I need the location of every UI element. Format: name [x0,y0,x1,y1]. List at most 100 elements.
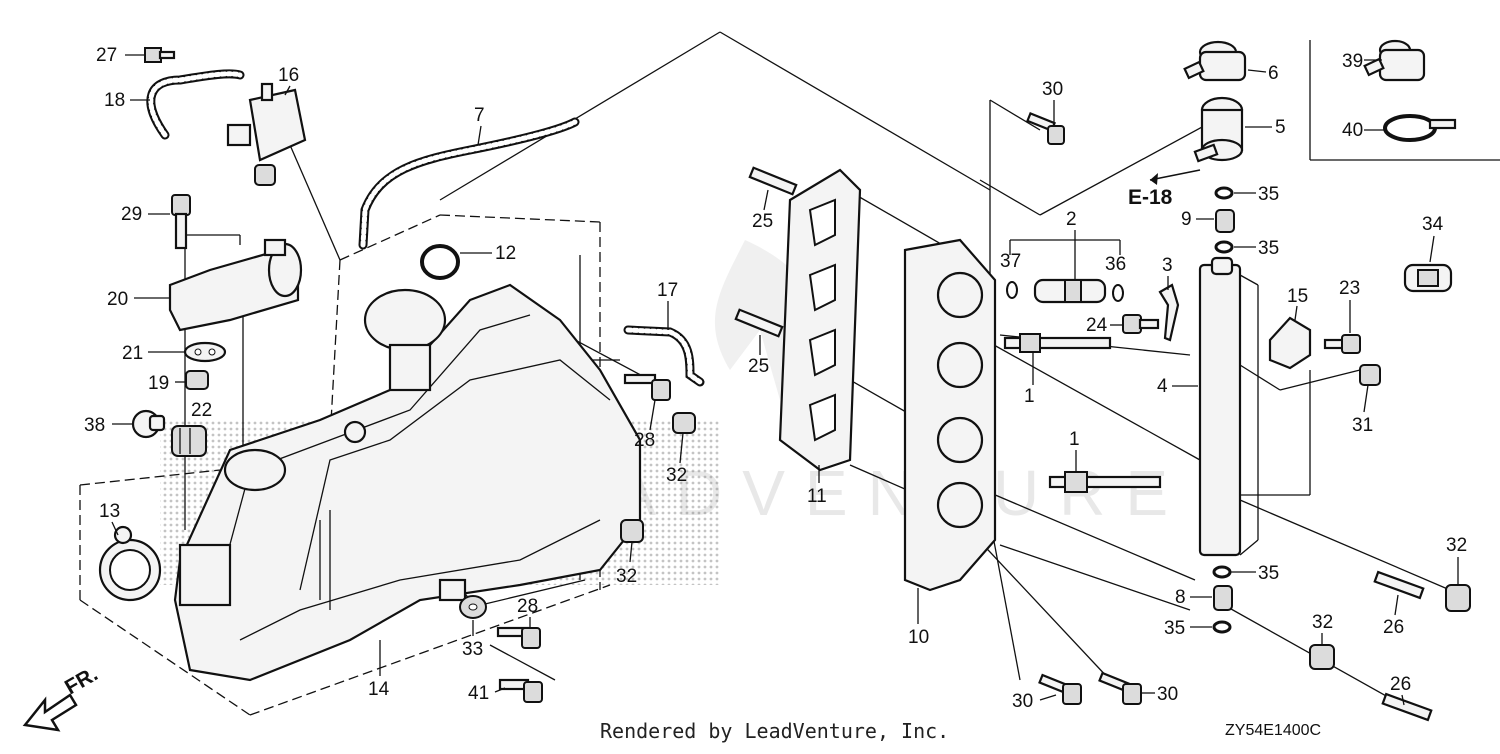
callout[interactable]: 21 [122,343,184,364]
callout-label[interactable]: 35 [1258,184,1279,205]
part-14-intake-manifold[interactable] [173,283,642,682]
callout-label[interactable]: 3 [1162,255,1173,276]
callout[interactable]: 18 [104,90,150,111]
callout-label[interactable]: 27 [96,45,117,66]
part-39-cap[interactable] [1363,39,1426,82]
callout[interactable]: 13 [99,501,120,536]
part-41-bolt[interactable] [498,678,543,703]
part-8-seal[interactable] [1213,585,1233,611]
callout-label[interactable]: 25 [748,356,769,377]
callout[interactable]: 6 [1247,63,1279,84]
part-29-bolt[interactable] [171,194,191,250]
part-10-manifold[interactable] [903,238,997,592]
callout-label[interactable]: 11 [807,486,827,507]
callout[interactable]: 30 [1042,79,1063,122]
part-15-bracket[interactable] [1268,316,1312,370]
callout[interactable]: 35 [1230,563,1279,584]
callout[interactable]: 19 [148,373,186,394]
part-26-stud[interactable] [1381,692,1433,722]
callout-label[interactable]: 33 [462,639,483,660]
part-17-hose[interactable] [623,325,705,387]
callout-label[interactable]: 15 [1287,286,1308,307]
callout-label[interactable]: 2 [1066,209,1077,230]
callout[interactable]: 1 [1069,429,1080,472]
part-38-plug[interactable] [131,409,166,439]
callout-label[interactable]: 26 [1383,617,1404,638]
callout[interactable]: 40 [1342,120,1386,141]
callout-label[interactable]: 35 [1164,618,1185,639]
part-1-stud-upper[interactable] [1003,333,1112,353]
callout[interactable]: 5 [1245,117,1286,138]
callout[interactable]: 32 [666,432,687,486]
part-11-gasket[interactable] [778,168,862,472]
callout-label[interactable]: 14 [368,679,390,700]
callout-label[interactable]: 13 [99,501,120,522]
part-7-breather-hose[interactable] [358,117,580,250]
part-19-nut[interactable] [185,370,209,390]
callout-label[interactable]: 30 [1157,684,1178,705]
part-21-gasket[interactable] [183,341,227,363]
part-16-solenoid-valve[interactable] [226,82,307,186]
callout[interactable]: 32 [616,541,637,587]
callout[interactable]: 17 [657,280,678,330]
part-9-seal[interactable] [1215,209,1235,233]
callout-label[interactable]: 32 [1446,535,1467,556]
callout[interactable]: 10 [908,588,929,648]
part-40-clamp[interactable] [1383,114,1457,142]
callout[interactable]: 30 [1140,684,1178,705]
callout[interactable]: 32 [1446,535,1467,585]
callout[interactable]: 36 [1105,254,1126,275]
callout-label[interactable]: 7 [474,105,485,126]
callout-label[interactable]: 19 [148,373,169,394]
part-22-grommet[interactable] [171,425,207,457]
part-12-oring[interactable] [420,244,460,280]
callout-label[interactable]: 25 [752,211,773,232]
callout-label[interactable]: 5 [1275,117,1286,138]
part-25-stud-lower[interactable] [734,308,784,338]
callout[interactable]: 34 [1422,214,1444,263]
part-35-washer[interactable] [1214,240,1234,254]
part-35-washer[interactable] [1212,620,1232,634]
callout[interactable]: 32 [1312,612,1333,645]
callout[interactable]: 35 [1234,184,1279,205]
reference-arrow[interactable]: E-18 [1128,169,1201,209]
callout-label[interactable]: 40 [1342,120,1363,141]
callout-label[interactable]: 26 [1390,674,1411,695]
callout-label[interactable]: 17 [657,280,678,301]
part-28-bolt-upper[interactable] [623,373,671,401]
callout[interactable]: 37 [1000,251,1021,272]
callout[interactable]: 15 [1287,286,1308,321]
part-35-washer[interactable] [1212,565,1232,579]
part-32-nut[interactable] [1445,584,1471,612]
part-6-regulator-cap[interactable] [1183,40,1247,82]
callout[interactable]: 4 [1157,376,1198,397]
callout[interactable]: 2 [1066,209,1077,230]
callout-label[interactable]: 37 [1000,251,1021,272]
part-24-bolt[interactable] [1122,314,1160,334]
callout[interactable]: 38 [84,415,133,436]
callout-label[interactable]: 38 [84,415,105,436]
part-36-oring[interactable] [1112,284,1124,302]
callout[interactable]: 3 [1162,255,1173,290]
callout-label[interactable]: 41 [468,683,489,704]
callout[interactable]: 22 [191,400,212,421]
callout-label[interactable]: 18 [104,90,125,111]
callout[interactable]: 26 [1383,594,1404,638]
callout[interactable]: 28 [634,399,656,451]
callout[interactable]: 30 [1012,691,1057,712]
part-4-fuel-rail[interactable] [1198,256,1259,557]
callout[interactable]: 16 [278,65,299,96]
callout[interactable]: 26 [1390,674,1411,706]
callout-label[interactable]: 35 [1258,563,1279,584]
callout[interactable]: 27 [96,45,145,66]
part-1-stud-lower[interactable] [1048,471,1162,493]
part-33-washer[interactable] [459,595,487,619]
callout-label[interactable]: 30 [1012,691,1033,712]
callout-label[interactable]: 6 [1268,63,1279,84]
part-34-clip[interactable] [1403,263,1453,293]
part-30-bolt[interactable] [1026,111,1065,145]
part-18-hose[interactable] [146,69,245,140]
callout-label[interactable]: 28 [634,430,655,451]
callout-label[interactable]: 32 [666,465,687,486]
callout-label[interactable]: 10 [908,627,929,648]
